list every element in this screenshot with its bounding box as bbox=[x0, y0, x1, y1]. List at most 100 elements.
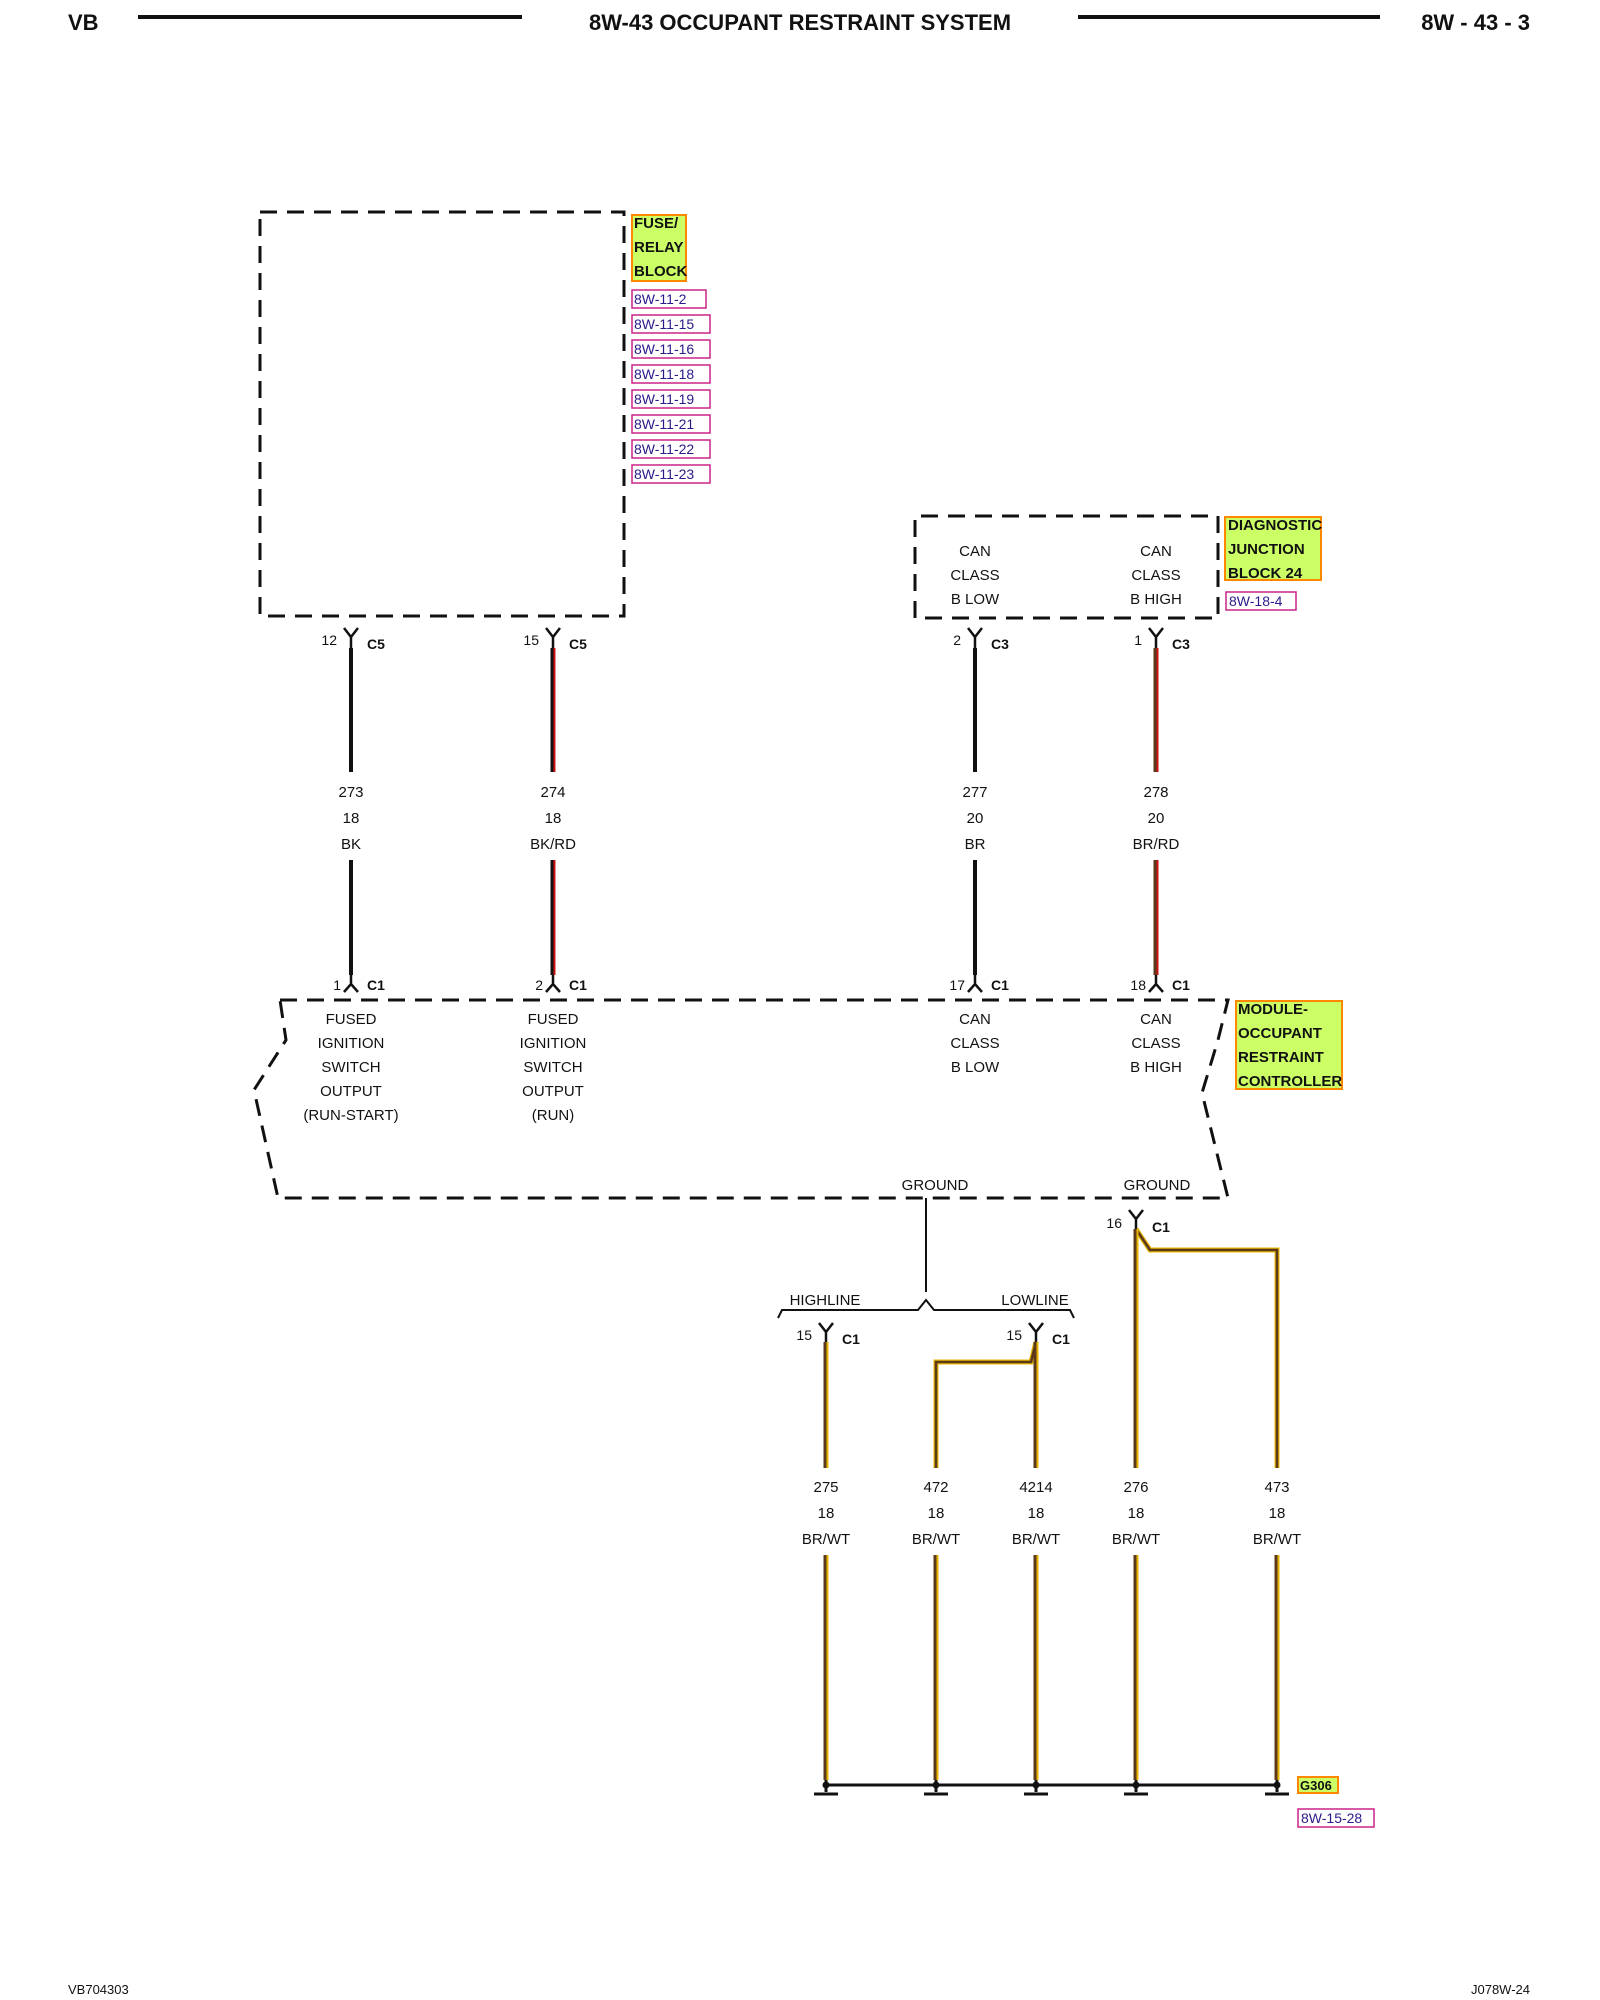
orc-outline bbox=[252, 998, 1230, 1200]
orc-pin2-line-1: FUSED bbox=[528, 1011, 579, 1028]
orc-pin-can-low: CAN CLASS B LOW bbox=[950, 1011, 1000, 1076]
jumper-473 bbox=[1134, 1228, 1279, 1468]
ground-circuit-275: 275 bbox=[813, 1479, 838, 1496]
bottom-pin-274: 2 bbox=[535, 977, 543, 993]
gauge-274: 18 bbox=[545, 810, 562, 827]
djb-pin-high-line-1: CAN bbox=[1140, 543, 1172, 560]
connector-bottom-273 bbox=[343, 975, 359, 993]
orc-ground-label-2: GROUND bbox=[1124, 1177, 1191, 1194]
ref-link-fuse-6[interactable]: 8W-11-21 bbox=[634, 416, 694, 432]
bottom-pin-273: 1 bbox=[333, 977, 341, 993]
orc-pin-run-start: FUSED IGNITION SWITCH OUTPUT (RUN-START) bbox=[303, 1011, 398, 1124]
connector-marker-pin16 bbox=[1128, 1209, 1144, 1229]
gauge-278: 20 bbox=[1148, 810, 1165, 827]
footer-right: J078W-24 bbox=[1471, 1982, 1530, 1997]
ground-conn-16: C1 bbox=[1152, 1219, 1170, 1235]
ground-gauge-473: 18 bbox=[1269, 1505, 1286, 1522]
jumper-472 bbox=[934, 1341, 1038, 1468]
top-conn-274: C5 bbox=[569, 636, 587, 652]
orc-pin-can-high: CAN CLASS B HIGH bbox=[1130, 1011, 1182, 1076]
connector-bottom-277 bbox=[967, 975, 983, 993]
circuit-273: 273 bbox=[338, 784, 363, 801]
ground-gauge-275: 18 bbox=[818, 1505, 835, 1522]
ground-section: HIGHLINE LOWLINE 15 C1 15 C1 16 C1 bbox=[777, 1198, 1280, 1468]
ref-link-djb[interactable]: 8W-18-4 bbox=[1229, 593, 1283, 609]
connector-marker-lowline bbox=[1028, 1322, 1044, 1342]
gauge-273: 18 bbox=[343, 810, 360, 827]
top-pin-277: 2 bbox=[953, 632, 961, 648]
footer-left: VB704303 bbox=[68, 1982, 129, 1997]
fuse-block-name-line-2: RELAY bbox=[634, 239, 683, 256]
ground-conn-highline: C1 bbox=[842, 1331, 860, 1347]
djb-ref[interactable]: 8W-18-4 bbox=[1225, 591, 1297, 611]
orc-pin17-line-1: CAN bbox=[959, 1011, 991, 1028]
circuit-277: 277 bbox=[962, 784, 987, 801]
ref-link-fuse-5[interactable]: 8W-11-19 bbox=[634, 391, 694, 407]
circuit-278: 278 bbox=[1143, 784, 1168, 801]
connector-top-278 bbox=[1148, 627, 1164, 648]
bottom-conn-274: C1 bbox=[569, 977, 587, 993]
orc-pin17-line-3: B LOW bbox=[951, 1059, 1000, 1076]
color-278: BR/RD bbox=[1133, 836, 1180, 853]
ground-pin-16: 16 bbox=[1106, 1215, 1122, 1231]
djb-pin-low-line-3: B LOW bbox=[951, 591, 1000, 608]
orc-pin18-line-2: CLASS bbox=[1131, 1035, 1180, 1052]
variant-bracket bbox=[777, 1298, 1075, 1319]
ground-circuit-472: 472 bbox=[923, 1479, 948, 1496]
orc-name-line-4: CONTROLLER bbox=[1238, 1073, 1342, 1090]
ground-pin-highline: 15 bbox=[796, 1327, 812, 1343]
ground-point-label: G306 bbox=[1297, 1776, 1339, 1794]
page-number: 8W - 43 - 3 bbox=[1421, 10, 1530, 35]
ground-point-ref[interactable]: 8W-15-28 bbox=[1297, 1808, 1375, 1828]
ground-circuit-276: 276 bbox=[1123, 1479, 1148, 1496]
fuse-relay-block-label: FUSE/ RELAY BLOCK bbox=[631, 214, 687, 282]
orc-name-line-3: RESTRAINT bbox=[1238, 1049, 1324, 1066]
circuit-274: 274 bbox=[540, 784, 565, 801]
bottom-conn-277: C1 bbox=[991, 977, 1009, 993]
ground-color-276: BR/WT bbox=[1112, 1531, 1160, 1548]
color-273: BK bbox=[341, 836, 361, 853]
orc-pin17-line-2: CLASS bbox=[950, 1035, 999, 1052]
ref-link-fuse-8[interactable]: 8W-11-23 bbox=[634, 466, 694, 482]
ref-link-ground[interactable]: 8W-15-28 bbox=[1301, 1810, 1362, 1826]
ref-link-fuse-7[interactable]: 8W-11-22 bbox=[634, 441, 694, 457]
bottom-pin-278: 18 bbox=[1130, 977, 1146, 993]
ground-conn-lowline: C1 bbox=[1052, 1331, 1070, 1347]
gauge-277: 20 bbox=[967, 810, 984, 827]
orc-pin-run: FUSED IGNITION SWITCH OUTPUT (RUN) bbox=[520, 1011, 587, 1124]
orc-pin2-line-5: (RUN) bbox=[532, 1107, 575, 1124]
ref-link-fuse-2[interactable]: 8W-11-15 bbox=[634, 316, 694, 332]
orc-name-line-1: MODULE- bbox=[1238, 1001, 1308, 1018]
variant-lowline: LOWLINE bbox=[1001, 1292, 1069, 1309]
connector-top-274 bbox=[545, 627, 561, 648]
top-pin-274: 15 bbox=[523, 632, 539, 648]
orc-ground-label-1: GROUND bbox=[902, 1177, 969, 1194]
fuse-block-refs[interactable]: 8W-11-2 8W-11-15 8W-11-16 8W-11-18 8W-11… bbox=[631, 289, 711, 484]
djb-pin-high-line-2: CLASS bbox=[1131, 567, 1180, 584]
color-274: BK/RD bbox=[530, 836, 576, 853]
ref-link-fuse-1[interactable]: 8W-11-2 bbox=[634, 291, 687, 307]
top-conn-277: C3 bbox=[991, 636, 1009, 652]
fuse-block-name-line-1: FUSE/ bbox=[634, 215, 679, 232]
ground-color-473: BR/WT bbox=[1253, 1531, 1301, 1548]
djb-pin-low-line-1: CAN bbox=[959, 543, 991, 560]
variant-highline: HIGHLINE bbox=[790, 1292, 861, 1309]
djb-name-line-2: JUNCTION bbox=[1228, 541, 1305, 558]
ground-color-275: BR/WT bbox=[802, 1531, 850, 1548]
ref-link-fuse-4[interactable]: 8W-11-18 bbox=[634, 366, 694, 382]
top-pin-278: 1 bbox=[1134, 632, 1142, 648]
jumper-473-tracer bbox=[1133, 1227, 1280, 1468]
orc-pin2-line-2: IGNITION bbox=[520, 1035, 587, 1052]
ground-circuit-473: 473 bbox=[1264, 1479, 1289, 1496]
ground-gauge-472: 18 bbox=[928, 1505, 945, 1522]
ref-link-fuse-3[interactable]: 8W-11-16 bbox=[634, 341, 694, 357]
